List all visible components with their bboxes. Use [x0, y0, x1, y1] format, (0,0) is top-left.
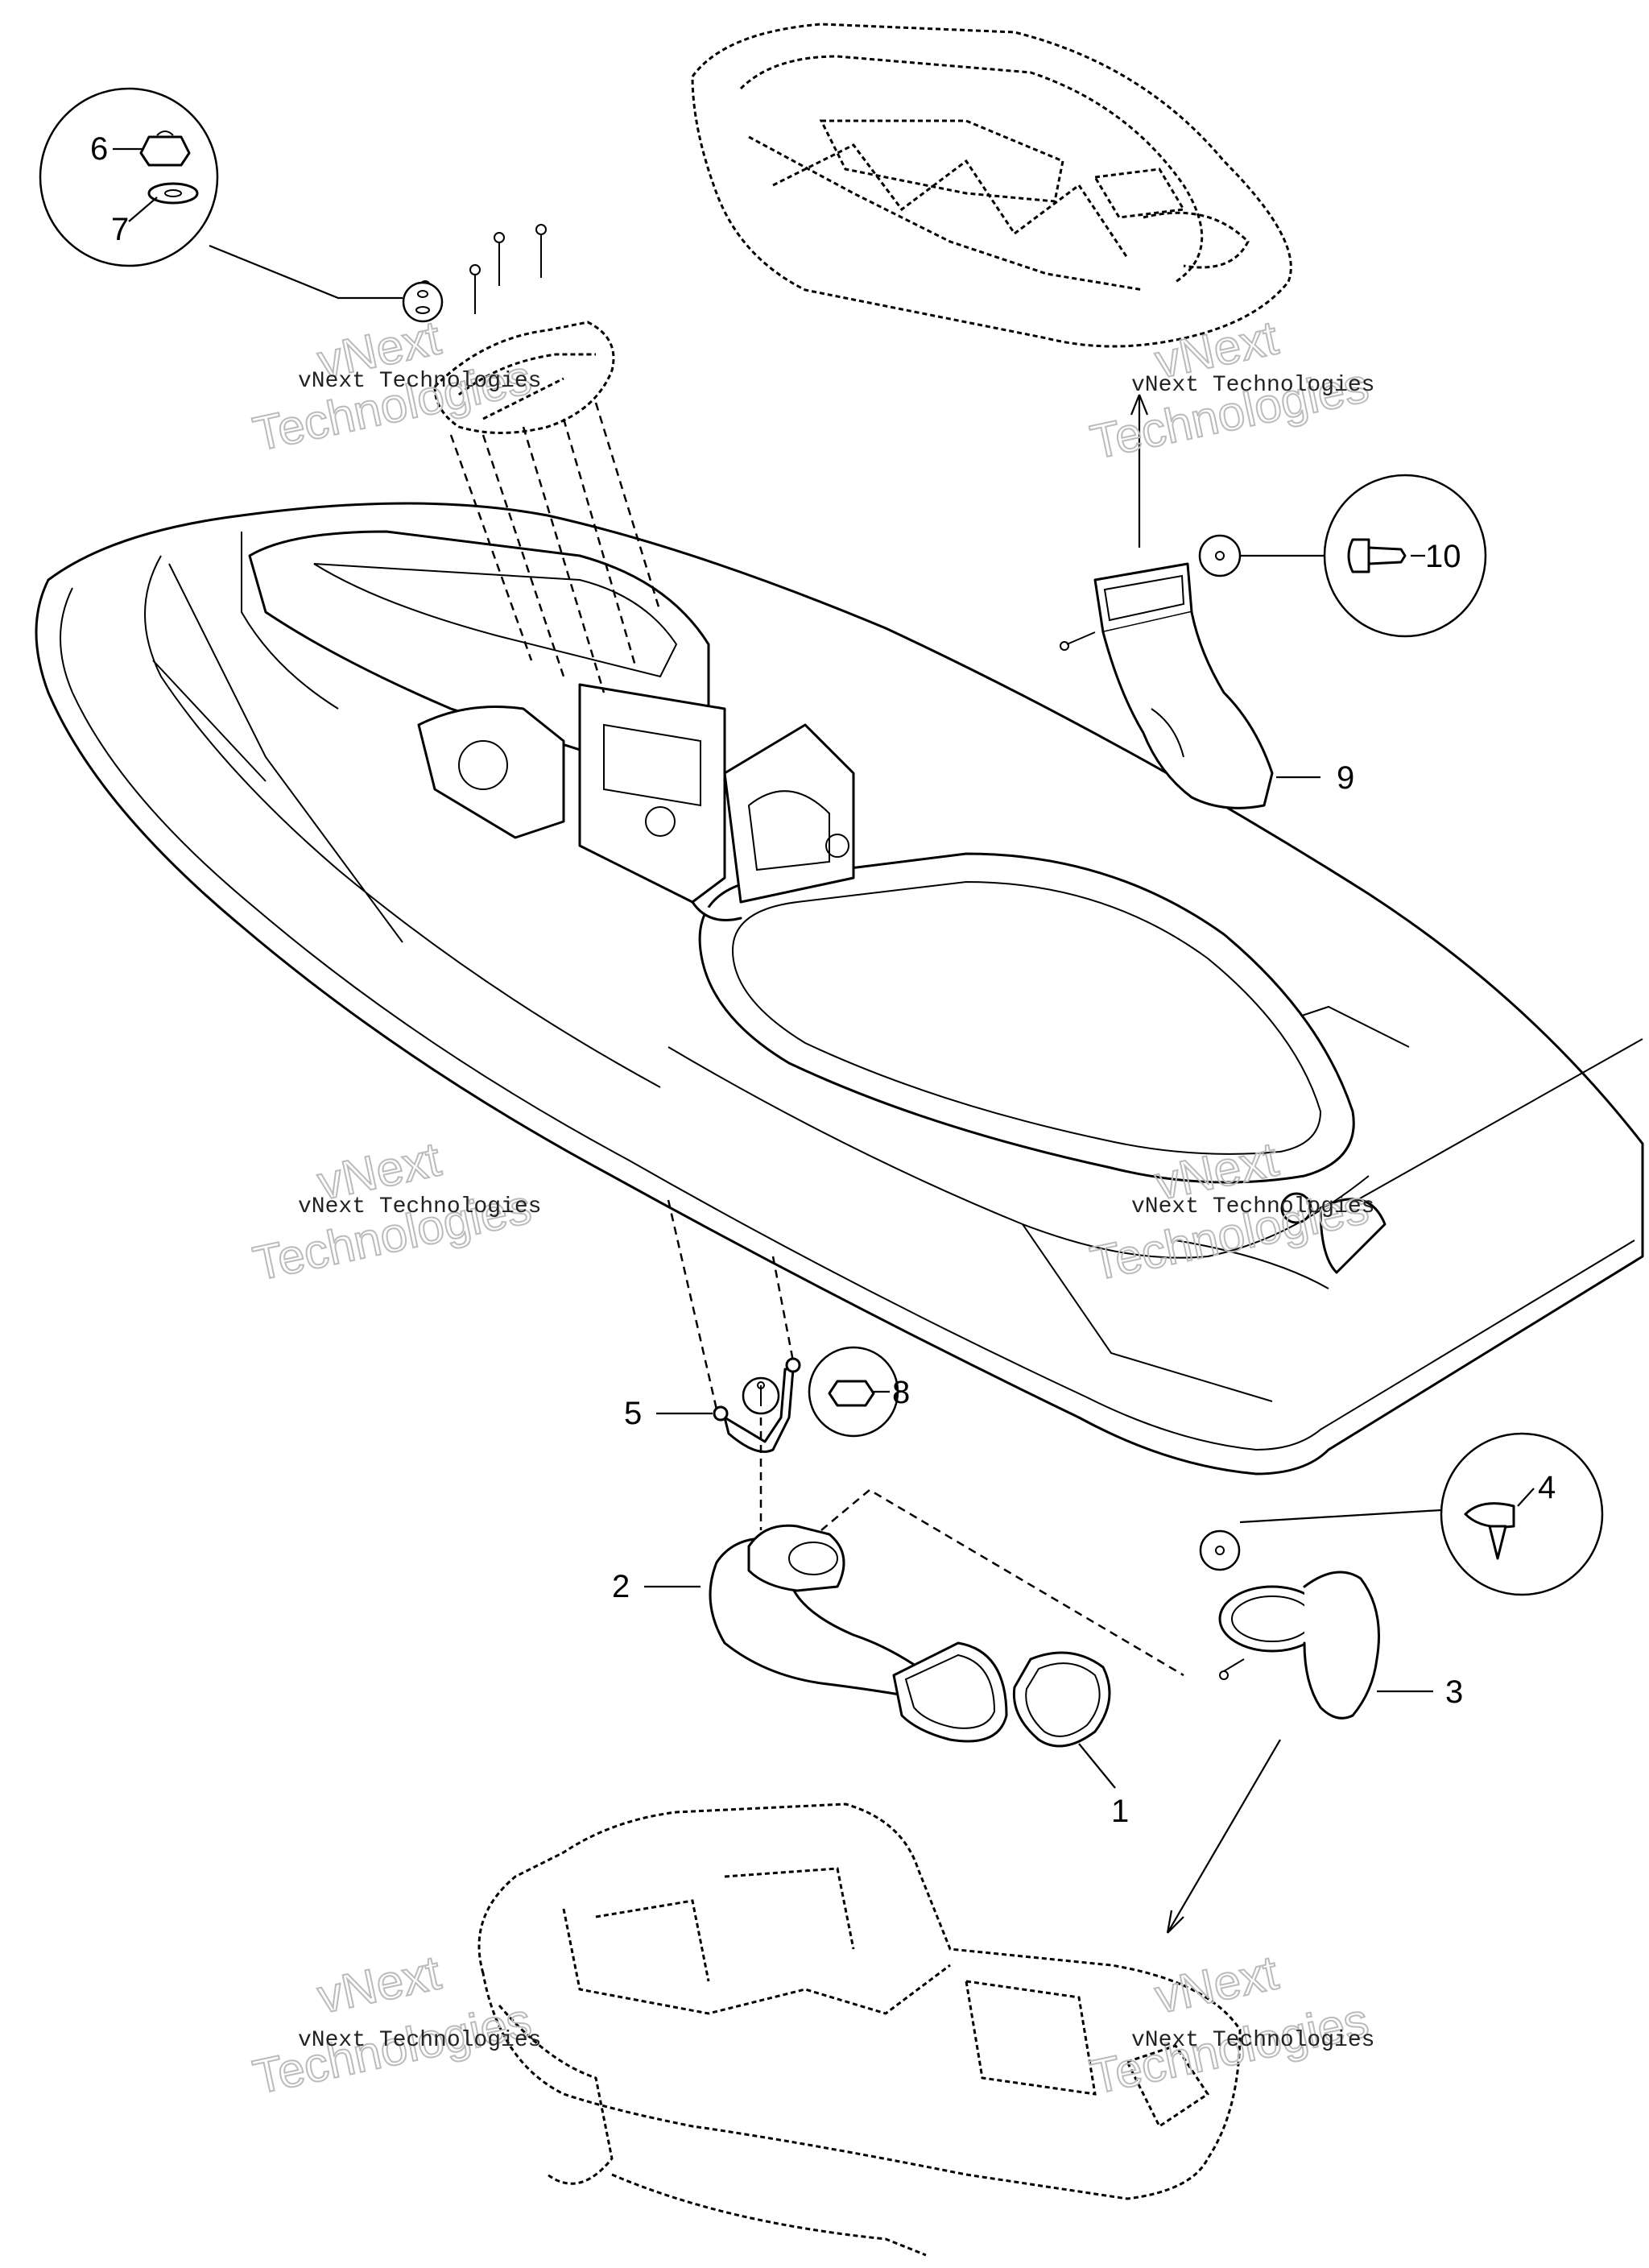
part-5-bracket: [656, 1199, 801, 1530]
top-bracket: [419, 224, 662, 693]
callout-7: 7: [111, 212, 129, 247]
watermark-mid-left: vNext Technologies vNext Technologies: [248, 1131, 542, 1291]
watermark-line: vNext Technologies: [1131, 373, 1374, 398]
callout-1: 1: [1111, 1794, 1129, 1829]
callout-6: 6: [90, 131, 108, 167]
callout-5: 5: [624, 1396, 642, 1431]
detail-rivet-10: [1198, 474, 1487, 638]
callout-4: 4: [1538, 1470, 1556, 1505]
hull-deck: [35, 502, 1644, 1475]
callout-8: 8: [892, 1375, 910, 1410]
watermark-line: vNext Technologies: [1131, 2028, 1374, 2053]
watermark-line: vNext Technologies: [298, 1194, 541, 1219]
watermark-top-right: vNext Technologies vNext Technologies: [1085, 309, 1375, 470]
watermark-bottom-left: vNext Technologies vNext Technologies: [248, 1944, 542, 2105]
part-1-gasket: [1012, 1651, 1116, 1789]
callout-9: 9: [1337, 760, 1354, 796]
watermark-bottom-right: vNext Technologies vNext Technologies: [1085, 1944, 1375, 2105]
callout-3: 3: [1445, 1674, 1463, 1710]
part-9-duct: [1060, 394, 1320, 809]
callout-10: 10: [1425, 539, 1461, 574]
detail-nut-8: [808, 1346, 899, 1438]
callout-2: 2: [612, 1569, 630, 1604]
phantom-upper-deck: [691, 23, 1292, 348]
watermark-line: vNext Technologies: [298, 369, 541, 394]
watermark-big-top: vNext: [313, 1945, 445, 2023]
watermark-line: vNext Technologies: [1131, 1194, 1374, 1219]
phantom-lower-part: [477, 1802, 1242, 2257]
callout-labels: 1 2 3 4 5 6 7 8 9 10: [90, 131, 1556, 1829]
detail-nut-washer: [39, 87, 444, 323]
part-2-hose: [644, 1488, 1184, 1743]
part-3-elbow: [1166, 1571, 1433, 1934]
watermark-top-left: vNext Technologies vNext Technologies: [248, 309, 542, 461]
watermark-line: vNext Technologies: [298, 2028, 541, 2053]
watermark-big-top: vNext: [1151, 1945, 1283, 2023]
detail-rivet-4: [1199, 1432, 1604, 1596]
